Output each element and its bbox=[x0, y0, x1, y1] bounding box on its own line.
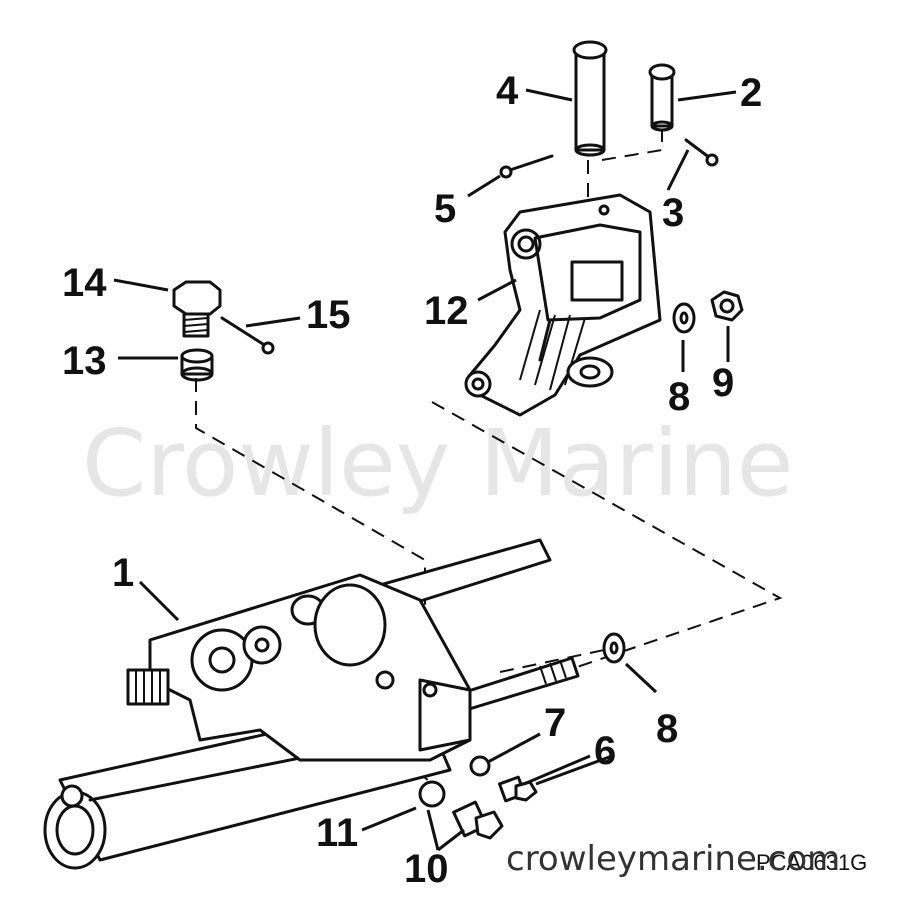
callout-13: 13 bbox=[62, 339, 107, 383]
nut-upper bbox=[710, 290, 744, 322]
part-code: PCA0631G bbox=[756, 850, 867, 875]
callout-labels: 1 2 3 4 5 6 7 8 8 9 10 11 12 13 14 15 bbox=[62, 69, 762, 891]
callout-3: 3 bbox=[662, 191, 684, 235]
callout-2: 2 bbox=[740, 71, 762, 115]
spacer bbox=[180, 348, 214, 382]
callout-4: 4 bbox=[496, 69, 519, 113]
callout-10: 10 bbox=[404, 847, 449, 891]
callout-14: 14 bbox=[62, 261, 107, 305]
bolt bbox=[172, 280, 222, 338]
watermark-text: Crowley Marine bbox=[82, 410, 793, 517]
housing-assembly bbox=[43, 538, 580, 870]
callout-15: 15 bbox=[306, 293, 351, 337]
site-url: crowleymarine.com bbox=[506, 839, 840, 879]
callout-1: 1 bbox=[112, 551, 134, 595]
callout-9: 9 bbox=[712, 361, 734, 405]
washer-fitting bbox=[418, 780, 446, 808]
washer-upper bbox=[672, 302, 696, 334]
callout-6: 6 bbox=[594, 729, 616, 773]
pin-small bbox=[648, 63, 676, 132]
callout-5: 5 bbox=[434, 187, 456, 231]
callout-8-lower: 8 bbox=[656, 707, 678, 751]
leader-lines bbox=[113, 88, 737, 852]
bracket bbox=[464, 193, 662, 417]
pin-large bbox=[572, 40, 608, 157]
o-ring bbox=[469, 755, 491, 777]
callout-8-upper: 8 bbox=[668, 375, 690, 419]
fitting-large bbox=[452, 800, 504, 840]
cotter-pin-right bbox=[684, 138, 719, 167]
callout-12: 12 bbox=[424, 289, 469, 333]
long-pin bbox=[220, 316, 275, 355]
cotter-pin-left bbox=[499, 154, 554, 179]
callout-7: 7 bbox=[544, 701, 566, 745]
washer-lower bbox=[602, 632, 626, 664]
callout-11: 11 bbox=[316, 811, 358, 855]
